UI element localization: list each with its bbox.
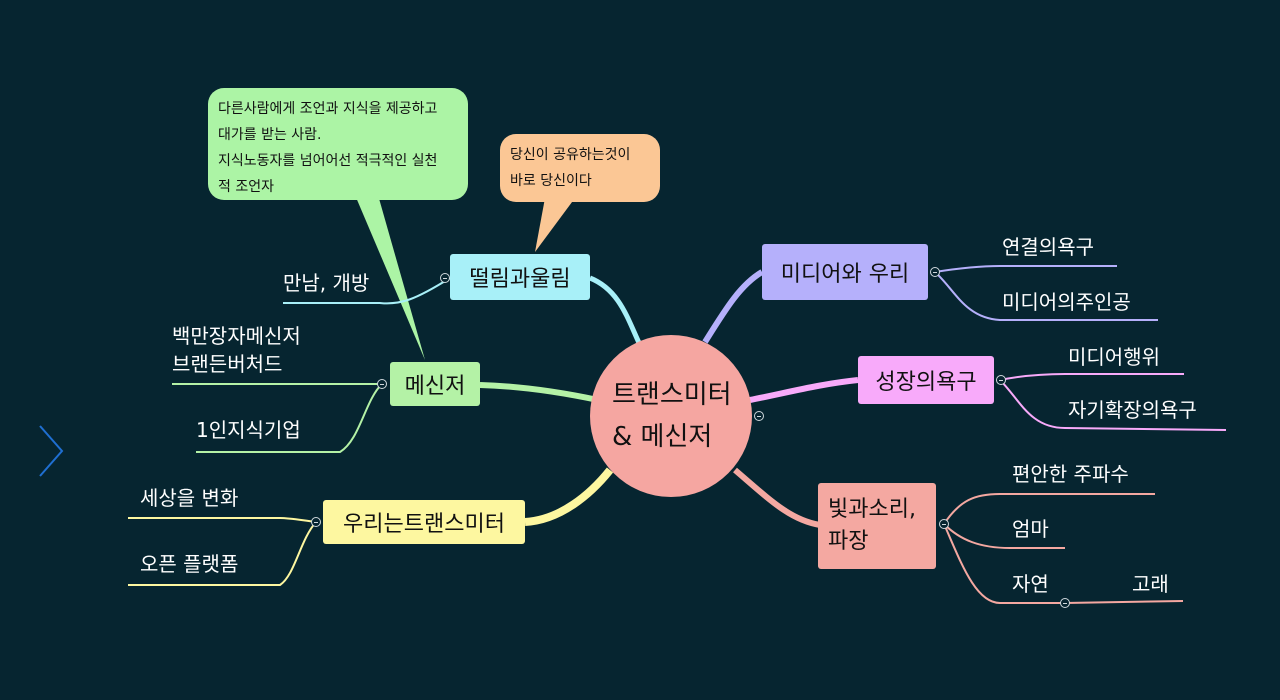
node-media-label: 미디어와 우리 <box>780 262 910 287</box>
edge-center-ddeollim <box>588 275 643 347</box>
leaf-light-1[interactable]: 편안한 주파수 <box>1012 462 1129 486</box>
leaf-light-2[interactable]: 엄마 <box>1012 517 1049 541</box>
chevron-right-icon[interactable] <box>36 424 66 478</box>
collapse-transmitter-icon[interactable] <box>311 517 321 527</box>
collapse-nature-icon[interactable] <box>1060 598 1070 608</box>
bubble-green: 다른사람에게 조언과 지식을 제공하고 대가를 받는 사람. 지식노동자를 넘어… <box>208 88 468 200</box>
center-line1: 트랜스미터 <box>612 380 732 410</box>
leaf-media-2[interactable]: 미디어의주인공 <box>1002 290 1131 314</box>
leaf-transmitter-2[interactable]: 오픈 플랫폼 <box>140 552 239 576</box>
edge-growth-leaf1 <box>999 373 1184 381</box>
leaf-messenger-1[interactable]: 백만장자메신저 브랜든버처드 <box>172 324 301 376</box>
edge-center-growth <box>749 377 859 403</box>
edge-light-leaf3-child <box>1064 600 1184 604</box>
node-messenger-label: 메신저 <box>404 374 466 399</box>
node-media[interactable]: 미디어와 우리 <box>762 244 928 300</box>
node-growth[interactable]: 성장의욕구 <box>858 356 994 404</box>
node-messenger[interactable]: 메신저 <box>390 362 480 406</box>
collapse-messenger-icon[interactable] <box>377 379 387 389</box>
edge-media-leaf2 <box>934 271 1158 321</box>
collapse-ddeollim-icon[interactable] <box>440 273 450 283</box>
edge-messenger-leaf2 <box>196 383 383 453</box>
node-transmitter[interactable]: 우리는트랜스미터 <box>323 500 525 544</box>
collapse-media-icon[interactable] <box>930 267 940 277</box>
leaf-light-3[interactable]: 자연 <box>1012 572 1049 596</box>
edge-growth-leaf2 <box>999 379 1227 431</box>
node-light-label: 빛과소리, 파장 <box>828 497 916 554</box>
edge-center-light <box>733 467 821 528</box>
node-ddeollim-label: 떨림과울림 <box>469 267 571 292</box>
edge-center-media <box>702 269 764 344</box>
edge-light-leaf3 <box>943 523 1065 604</box>
edge-light-leaf2 <box>943 523 1065 549</box>
bubble-green-tail <box>355 195 425 360</box>
leaf-ddeollim-1[interactable]: 만남, 개방 <box>283 271 370 295</box>
leaf-transmitter-1[interactable]: 세상을 변화 <box>140 486 239 510</box>
leaf-messenger-2[interactable]: 1인지식기업 <box>196 418 301 442</box>
center-node[interactable]: 트랜스미터 & 메신저 <box>590 335 752 497</box>
edge-center-messenger <box>479 382 599 403</box>
edge-light-leaf1 <box>943 493 1155 525</box>
edge-ddeollim-leaf1 <box>283 277 451 305</box>
bubble-orange-tail <box>535 198 575 252</box>
bubble-orange: 당신이 공유하는것이 바로 당신이다 <box>500 134 660 202</box>
center-line2: & 메신저 <box>612 422 713 452</box>
node-transmitter-label: 우리는트랜스미터 <box>343 512 505 537</box>
leaf-light-3-1[interactable]: 고래 <box>1132 572 1169 596</box>
node-growth-label: 성장의욕구 <box>875 370 977 395</box>
leaf-media-1[interactable]: 연결의욕구 <box>1002 235 1094 259</box>
node-light[interactable]: 빛과소리, 파장 <box>818 483 936 569</box>
edge-media-leaf1 <box>934 265 1117 273</box>
leaf-growth-1[interactable]: 미디어행위 <box>1068 345 1160 369</box>
edge-transmitter-leaf1 <box>128 517 317 523</box>
node-ddeollim[interactable]: 떨림과울림 <box>450 254 590 300</box>
collapse-center-icon[interactable] <box>754 411 764 421</box>
edge-center-transmitter <box>524 467 614 526</box>
leaf-growth-2[interactable]: 자기확장의욕구 <box>1068 398 1197 422</box>
edge-transmitter-leaf2 <box>128 521 317 586</box>
collapse-growth-icon[interactable] <box>996 375 1006 385</box>
collapse-light-icon[interactable] <box>939 519 949 529</box>
